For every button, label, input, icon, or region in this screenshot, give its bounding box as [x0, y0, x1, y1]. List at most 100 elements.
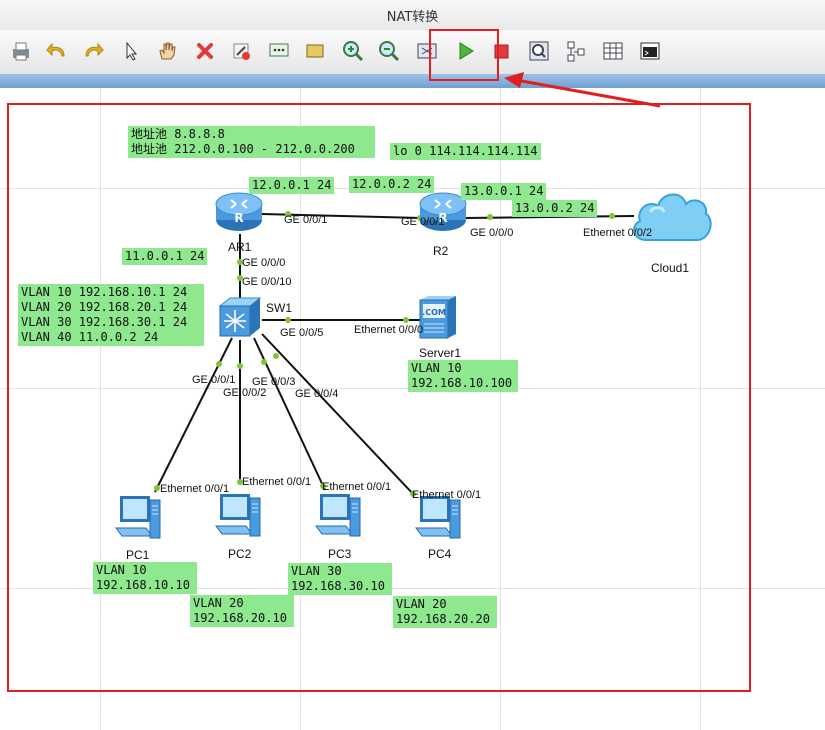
port-label: GE 0/0/1: [192, 374, 236, 386]
svg-text:R: R: [438, 211, 447, 225]
port-label: Ethernet 0/0/1: [412, 489, 482, 501]
port-dot: [273, 353, 279, 359]
cloud-icon[interactable]: [628, 182, 714, 252]
grid-line: [500, 88, 501, 730]
text-note-ar1-ip2[interactable]: 11.0.0.1 24: [122, 248, 208, 265]
grid-line: [0, 588, 825, 589]
pc-icon[interactable]: [212, 492, 264, 542]
annotation-arrow-head: [504, 72, 524, 88]
start-button-highlight: [429, 29, 499, 81]
note-line: 192.168.10.10: [96, 578, 190, 592]
device-label-pc2: PC2: [228, 547, 252, 561]
redo-icon[interactable]: [80, 38, 106, 64]
port-dot: [609, 213, 615, 219]
device-label-r2: R2: [433, 244, 449, 258]
grid-line: [100, 88, 101, 730]
title-bar: NAT转换: [0, 0, 825, 30]
device-label-sw1: SW1: [266, 301, 293, 315]
note-line: VLAN 10: [411, 361, 462, 375]
annotation-arrow: [515, 78, 661, 108]
note-line: 192.168.20.10: [193, 611, 287, 625]
note-line: VLAN 30 192.168.30.1 24: [21, 315, 188, 329]
text-note-r2-ip2[interactable]: 13.0.0.1 24: [461, 183, 547, 200]
link-sw1-pc1: [154, 337, 233, 493]
port-dot: [285, 211, 291, 217]
note-line: 地址池 212.0.0.100 - 212.0.0.200: [131, 142, 355, 156]
zoom-out-icon[interactable]: [376, 38, 402, 64]
device-label-pc3: PC3: [328, 547, 352, 561]
svg-text:.COM: .COM: [422, 308, 446, 317]
note-line: VLAN 30: [291, 564, 342, 578]
port-label: GE 0/0/2: [223, 387, 267, 399]
text-note-r2-ip1[interactable]: 12.0.0.2 24: [349, 176, 435, 193]
port-dot: [237, 363, 243, 369]
pc-icon[interactable]: [412, 494, 464, 544]
text-note-ar1-ip[interactable]: 12.0.0.1 24: [249, 177, 335, 194]
port-label: GE 0/0/0: [470, 227, 514, 239]
start-icon[interactable]: [452, 38, 478, 64]
port-label: GE 0/0/4: [295, 388, 339, 400]
router-icon[interactable]: R: [418, 188, 468, 238]
device-label-ar1: AR1: [228, 240, 252, 254]
router-icon[interactable]: R: [214, 188, 264, 238]
port-dot: [237, 259, 243, 265]
hand-icon[interactable]: [154, 38, 180, 64]
device-label-server1: Server1: [419, 346, 462, 360]
print-icon[interactable]: [8, 38, 34, 64]
select-icon[interactable]: [118, 38, 144, 64]
note-line: VLAN 10: [96, 563, 147, 577]
port-label: GE 0/0/1: [284, 214, 328, 226]
rectangle-icon[interactable]: [302, 38, 328, 64]
port-label: GE 0/0/3: [252, 376, 296, 388]
note-line: VLAN 10 192.168.10.1 24: [21, 285, 188, 299]
topology-icon[interactable]: [563, 38, 589, 64]
port-dot: [410, 491, 416, 497]
undo-icon[interactable]: [44, 38, 70, 64]
port-label: GE 0/0/10: [242, 276, 292, 288]
device-label-cloud1: Cloud1: [651, 261, 690, 275]
port-label: GE 0/0/5: [280, 327, 324, 339]
port-dot: [320, 483, 326, 489]
delete-icon[interactable]: [192, 38, 218, 64]
text-note-lo0[interactable]: lo 0 114.114.114.114: [390, 143, 541, 160]
clear-icon[interactable]: [228, 38, 254, 64]
port-dot: [216, 361, 222, 367]
pc-icon[interactable]: [112, 494, 164, 544]
toolbar: [0, 30, 825, 75]
window-title: NAT转换: [386, 10, 439, 25]
note-line: VLAN 40 11.0.0.2 24: [21, 330, 159, 344]
switch-icon[interactable]: [216, 296, 262, 338]
zoom-in-icon[interactable]: [340, 38, 366, 64]
text-note-icon[interactable]: [266, 38, 292, 64]
port-dot: [154, 485, 160, 491]
text-note-cloud-ip[interactable]: 13.0.0.2 24: [512, 200, 598, 217]
port-label: Ethernet 0/0/0: [354, 324, 424, 336]
grid-line: [300, 88, 301, 730]
console-icon[interactable]: [637, 38, 663, 64]
port-label: GE 0/0/1: [401, 216, 445, 228]
port-label: Ethernet 0/0/1: [242, 476, 312, 488]
port-label: Ethernet 0/0/2: [583, 227, 653, 239]
note-line: VLAN 20 192.168.20.1 24: [21, 300, 188, 314]
pc-icon[interactable]: [312, 492, 364, 542]
capture-icon[interactable]: [526, 38, 552, 64]
device-label-pc4: PC4: [428, 547, 452, 561]
server-icon[interactable]: .COM: [418, 294, 458, 340]
port-dot: [237, 479, 243, 485]
port-dot: [403, 317, 409, 323]
note-line: VLAN 20: [193, 596, 244, 610]
note-line: 192.168.20.20: [396, 612, 490, 626]
link-sw1-pc4: [261, 333, 416, 497]
note-line: 192.168.30.10: [291, 579, 385, 593]
grid-icon[interactable]: [600, 38, 626, 64]
port-label: Ethernet 0/0/1: [160, 483, 230, 495]
note-line: VLAN 20: [396, 597, 447, 611]
